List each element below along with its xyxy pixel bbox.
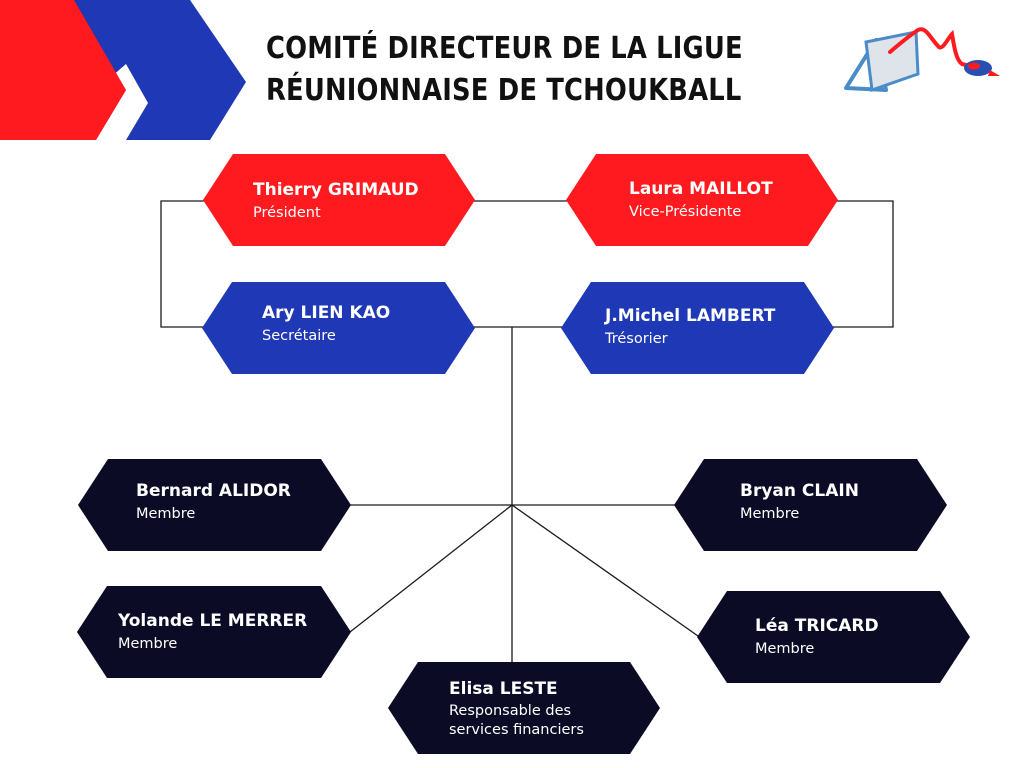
member-name: Yolande LE MERRER xyxy=(118,611,308,631)
hexagon-shape xyxy=(78,459,351,551)
page-title: COMITÉ DIRECTEUR DE LA LIGUE RÉUNIONNAIS… xyxy=(266,28,748,112)
node-president: Thierry GRIMAUD Président xyxy=(203,154,475,246)
node-vice-president: Laura MAILLOT Vice-Présidente xyxy=(566,154,838,246)
member-name: Ary LIEN KAO xyxy=(262,303,391,323)
tchoukball-logo xyxy=(844,27,1000,93)
member-role: Membre xyxy=(136,506,196,522)
member-role: Membre xyxy=(118,636,178,652)
member-role: Vice-Présidente xyxy=(629,204,742,220)
hexagon-shape xyxy=(203,154,475,246)
member-role: Président xyxy=(253,205,321,221)
member-name: Thierry GRIMAUD xyxy=(253,180,419,200)
member-role: Secrétaire xyxy=(262,328,336,344)
corner-decoration xyxy=(0,0,246,140)
member-name: J.Michel LAMBERT xyxy=(605,306,776,326)
node-member-bernard: Bernard ALIDOR Membre xyxy=(78,459,351,551)
title-line-1: COMITÉ DIRECTEUR DE LA LIGUE xyxy=(266,31,743,66)
logo-ball-highlight-icon xyxy=(968,62,980,70)
member-name: Laura MAILLOT xyxy=(629,179,773,199)
logo-swoosh-icon xyxy=(888,27,972,68)
blue-stripe xyxy=(74,0,246,140)
hexagon-shape xyxy=(388,662,660,754)
node-member-bryan: Bryan CLAIN Membre xyxy=(674,459,947,551)
logo-panel-icon xyxy=(864,30,920,93)
title-line-2: RÉUNIONNAISE DE TCHOUKBALL xyxy=(266,73,742,108)
hexagon-shape xyxy=(77,586,351,678)
red-stripe-overlap xyxy=(70,0,126,140)
hexagon-shape xyxy=(697,591,970,683)
node-secretary: Ary LIEN KAO Secrétaire xyxy=(202,282,475,374)
node-member-yolande: Yolande LE MERRER Membre xyxy=(77,586,351,678)
right-bracket-line xyxy=(833,200,894,328)
logo-ball-tail-icon xyxy=(988,70,1000,76)
member-role: Membre xyxy=(740,506,800,522)
hexagon-shape xyxy=(202,282,475,374)
diagonal-right-line xyxy=(511,504,699,637)
member-name: Bernard ALIDOR xyxy=(136,481,291,501)
left-bracket-line xyxy=(160,200,205,328)
member-name: Léa TRICARD xyxy=(755,616,879,636)
member-name: Bryan CLAIN xyxy=(740,481,859,501)
hexagon-shape xyxy=(674,459,947,551)
diagonal-left-line xyxy=(349,504,513,633)
member-role: Trésorier xyxy=(605,331,668,347)
hexagon-shape xyxy=(566,154,838,246)
node-treasurer: J.Michel LAMBERT Trésorier xyxy=(561,282,834,374)
node-member-lea: Léa TRICARD Membre xyxy=(697,591,970,683)
member-role: Membre xyxy=(755,641,815,657)
hexagon-shape xyxy=(561,282,834,374)
member-name: Elisa LESTE xyxy=(449,679,558,699)
member-role: Responsable des services financiers xyxy=(449,703,584,738)
node-member-elisa: Elisa LESTE Responsable des services fin… xyxy=(388,662,660,754)
